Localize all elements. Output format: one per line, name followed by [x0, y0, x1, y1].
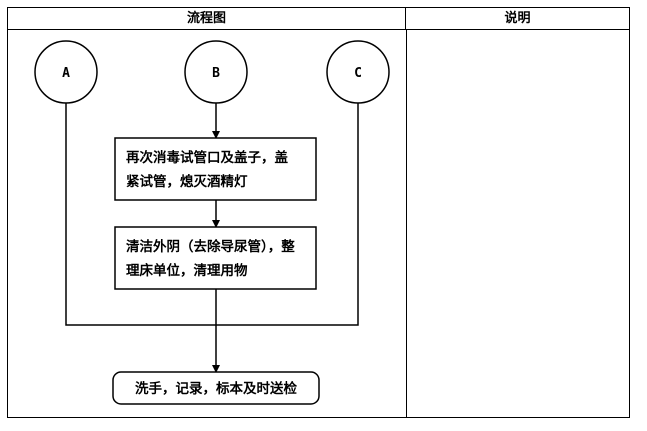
step-3-box: 洗手，记录，标本及时送检	[112, 371, 320, 405]
step-2-line-1: 清洁外阴（去除导尿管），整	[126, 238, 295, 255]
step-2-line-2: 理床单位，清理用物	[126, 262, 248, 279]
flowchart-column-header: 流程图	[8, 8, 406, 30]
notes-column-header: 说明	[406, 8, 629, 30]
step-3-line-1: 洗手，记录，标本及时送检	[135, 380, 297, 397]
step-1-line-1: 再次消毒试管口及盖子，盖	[126, 149, 288, 166]
connector-from-c	[216, 103, 359, 326]
step-1-box: 再次消毒试管口及盖子，盖 紧试管，熄灭酒精灯	[114, 137, 317, 201]
connector-from-a	[65, 103, 216, 326]
step-2-box: 清洁外阴（去除导尿管），整 理床单位，清理用物	[114, 226, 317, 290]
node-a: A	[34, 40, 98, 104]
node-b-label: B	[212, 66, 220, 81]
column-divider	[406, 30, 407, 417]
node-c-label: C	[354, 66, 362, 81]
step-1-line-2: 紧试管，熄灭酒精灯	[126, 173, 248, 190]
flowchart-table: 流程图 说明	[7, 7, 630, 418]
node-b: B	[184, 40, 248, 104]
node-c: C	[326, 40, 390, 104]
node-a-label: A	[62, 66, 70, 81]
